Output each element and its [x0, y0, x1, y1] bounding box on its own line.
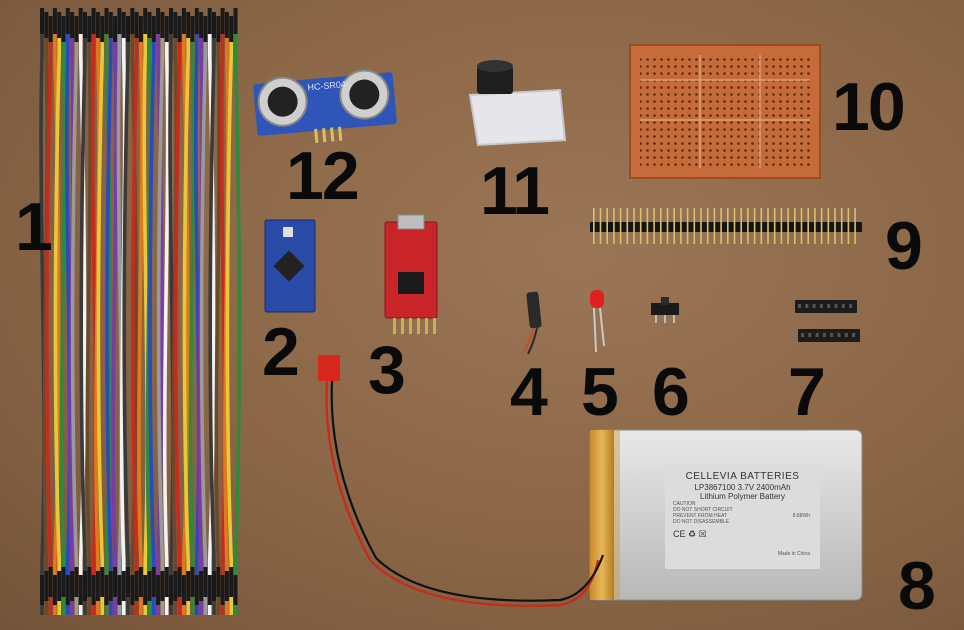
usb-serial-board	[384, 214, 438, 334]
buzzer-on-foam	[468, 60, 567, 147]
label-4: 4	[510, 354, 548, 430]
sensor-model-text: HC-SR04	[307, 79, 346, 92]
pin-header-strip	[590, 208, 862, 244]
battery-model: LP3867100 3.7V 2400mAh	[694, 483, 791, 492]
jumper-wire-bundle	[39, 8, 242, 615]
battery-origin: Made in China	[777, 551, 810, 557]
label-11: 11	[480, 153, 550, 229]
label-3: 3	[368, 332, 406, 408]
battery-energy: 8.88Wh	[792, 513, 810, 519]
female-headers	[795, 300, 860, 342]
battery-caution-1: DO NOT SHORT CIRCUIT	[673, 507, 733, 513]
label-12: 12	[286, 138, 360, 214]
mini-microcontroller-board	[264, 219, 316, 313]
red-led	[590, 290, 605, 353]
ultrasonic-sensor: HC-SR04	[253, 69, 397, 143]
battery-caution: CAUTION	[673, 501, 696, 507]
battery-brand: CELLEVIA BATTERIES	[685, 471, 800, 482]
battery-caution-3: DO NOT DISASSEMBLE	[673, 519, 730, 525]
label-1: 1	[15, 189, 53, 265]
label-6: 6	[652, 354, 690, 430]
label-5: 5	[581, 354, 619, 430]
label-9: 9	[885, 208, 923, 284]
vibration-motor	[523, 291, 542, 355]
label-10: 10	[832, 69, 906, 145]
label-2: 2	[262, 314, 300, 390]
battery-cert-marks: CE ♻ ☒	[673, 529, 707, 539]
protoboard	[629, 44, 821, 179]
label-8: 8	[898, 548, 936, 624]
battery-label: CELLEVIA BATTERIES LP3867100 3.7V 2400mA…	[665, 465, 820, 569]
battery-caution-2: PREVENT FROM HEAT	[673, 513, 727, 519]
slide-switch	[651, 297, 679, 323]
label-7: 7	[788, 354, 826, 430]
battery-type: Lithium Polymer Battery	[700, 492, 785, 501]
